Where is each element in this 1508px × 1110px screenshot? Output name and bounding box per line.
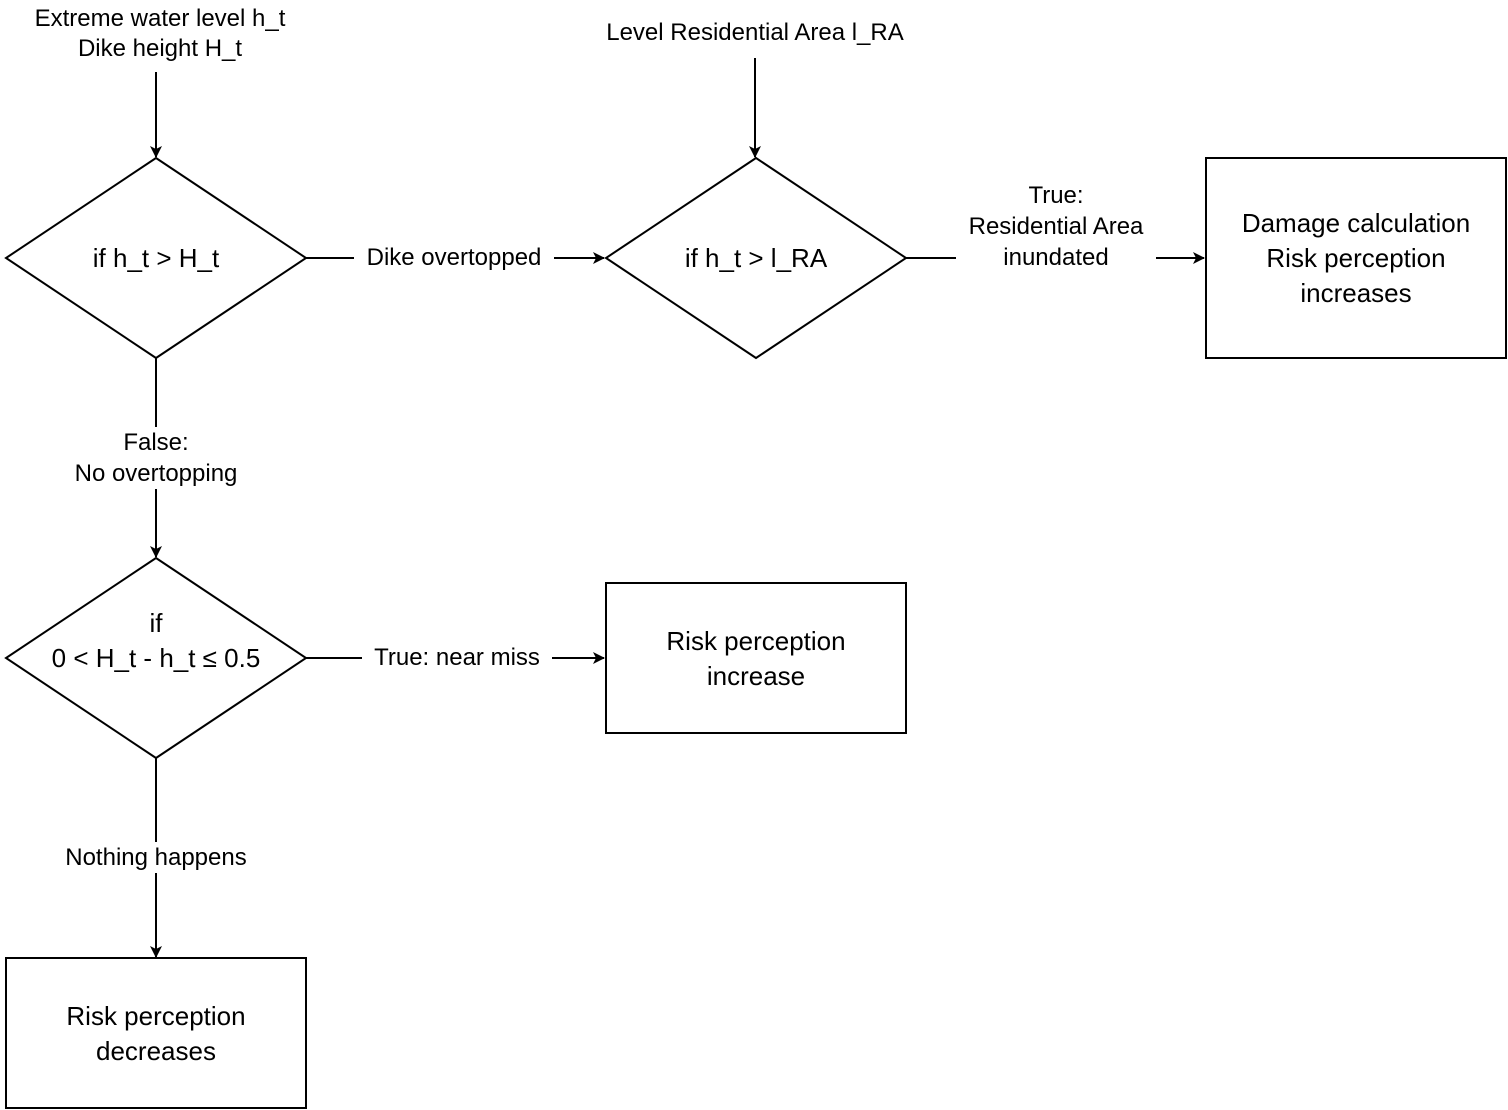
input-water-dike-label: Extreme water level h_t Dike height H_t <box>34 5 286 62</box>
decision-near-miss-text: if 0 < H_t - h_t ≤ 0.5 <box>51 608 261 674</box>
decision-residential-check-text: if h_t > l_RA <box>684 243 828 273</box>
edge-label-dike-overtopped: Dike overtopped <box>354 242 554 274</box>
outcome-near-miss-text: Risk perception increase <box>666 626 846 692</box>
edge-label-residential-inundated: True: Residential Area inundated <box>968 182 1144 272</box>
decision-residential-check-diamond <box>604 156 908 360</box>
outcome-damage-text: Damage calculation Risk perception incre… <box>1241 208 1471 309</box>
outcome-near-miss-box <box>605 582 907 734</box>
decision-near-miss-diamond <box>4 556 308 760</box>
residential-label-backing <box>956 244 1156 274</box>
edge-label-near-miss: True: near miss <box>362 642 552 674</box>
input-residential-level-label: Level Residential Area l_RA <box>606 19 904 46</box>
decision-dike-check-diamond <box>4 156 308 360</box>
outcome-decrease-box <box>5 957 307 1109</box>
outcome-decrease-text: Risk perception decreases <box>66 1001 246 1067</box>
outcome-damage-box <box>1205 157 1507 359</box>
edge-label-nothing-happens: Nothing happens <box>46 842 266 874</box>
decision-dike-check-text: if h_t > H_t <box>92 243 220 273</box>
edge-label-no-overtopping: False: No overtopping <box>51 427 261 490</box>
